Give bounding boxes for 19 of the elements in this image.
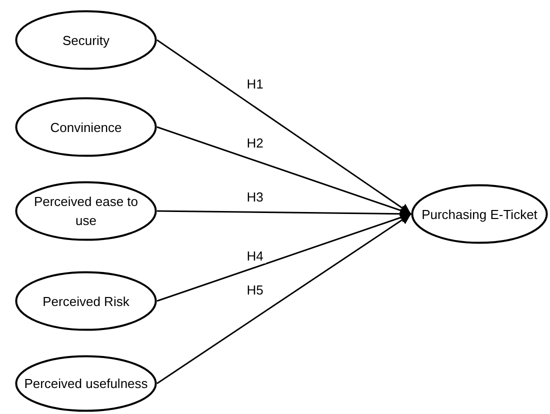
construct-ellipse	[15, 355, 157, 412]
edge-label: H4	[244, 248, 266, 264]
edge-label: H1	[244, 76, 266, 92]
edge-label: H2	[244, 136, 266, 150]
edge-label: H5	[244, 282, 266, 298]
edge-label: H3	[244, 190, 266, 204]
node-label: Perceived Risk	[42, 292, 130, 310]
construct-ellipse	[15, 10, 157, 70]
node-label: Purchasing E-Ticket	[420, 206, 538, 224]
construct-ellipse	[15, 97, 157, 157]
node-label: Perceived ease to use	[32, 193, 140, 230]
node-label: Security	[62, 32, 110, 50]
construct-ellipse	[15, 181, 157, 241]
node-label: Convinience	[49, 118, 123, 136]
construct-ellipse	[15, 271, 157, 331]
arrow	[156, 213, 412, 384]
arrow	[156, 39, 412, 215]
construct-ellipse	[411, 184, 548, 244]
node-label: Perceived usefulness	[23, 375, 149, 393]
